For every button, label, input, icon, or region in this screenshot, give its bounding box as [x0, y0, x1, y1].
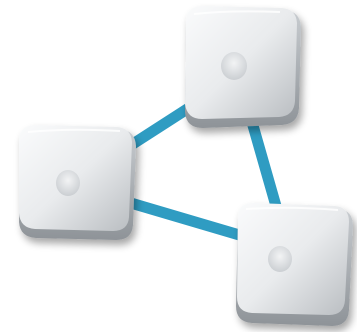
access-point-icon: [185, 6, 301, 128]
status-led-icon: [268, 246, 292, 272]
status-led-icon: [56, 170, 80, 196]
access-point-icon: [19, 125, 136, 240]
status-led-icon: [221, 52, 247, 80]
access-point-icon: [236, 203, 353, 326]
